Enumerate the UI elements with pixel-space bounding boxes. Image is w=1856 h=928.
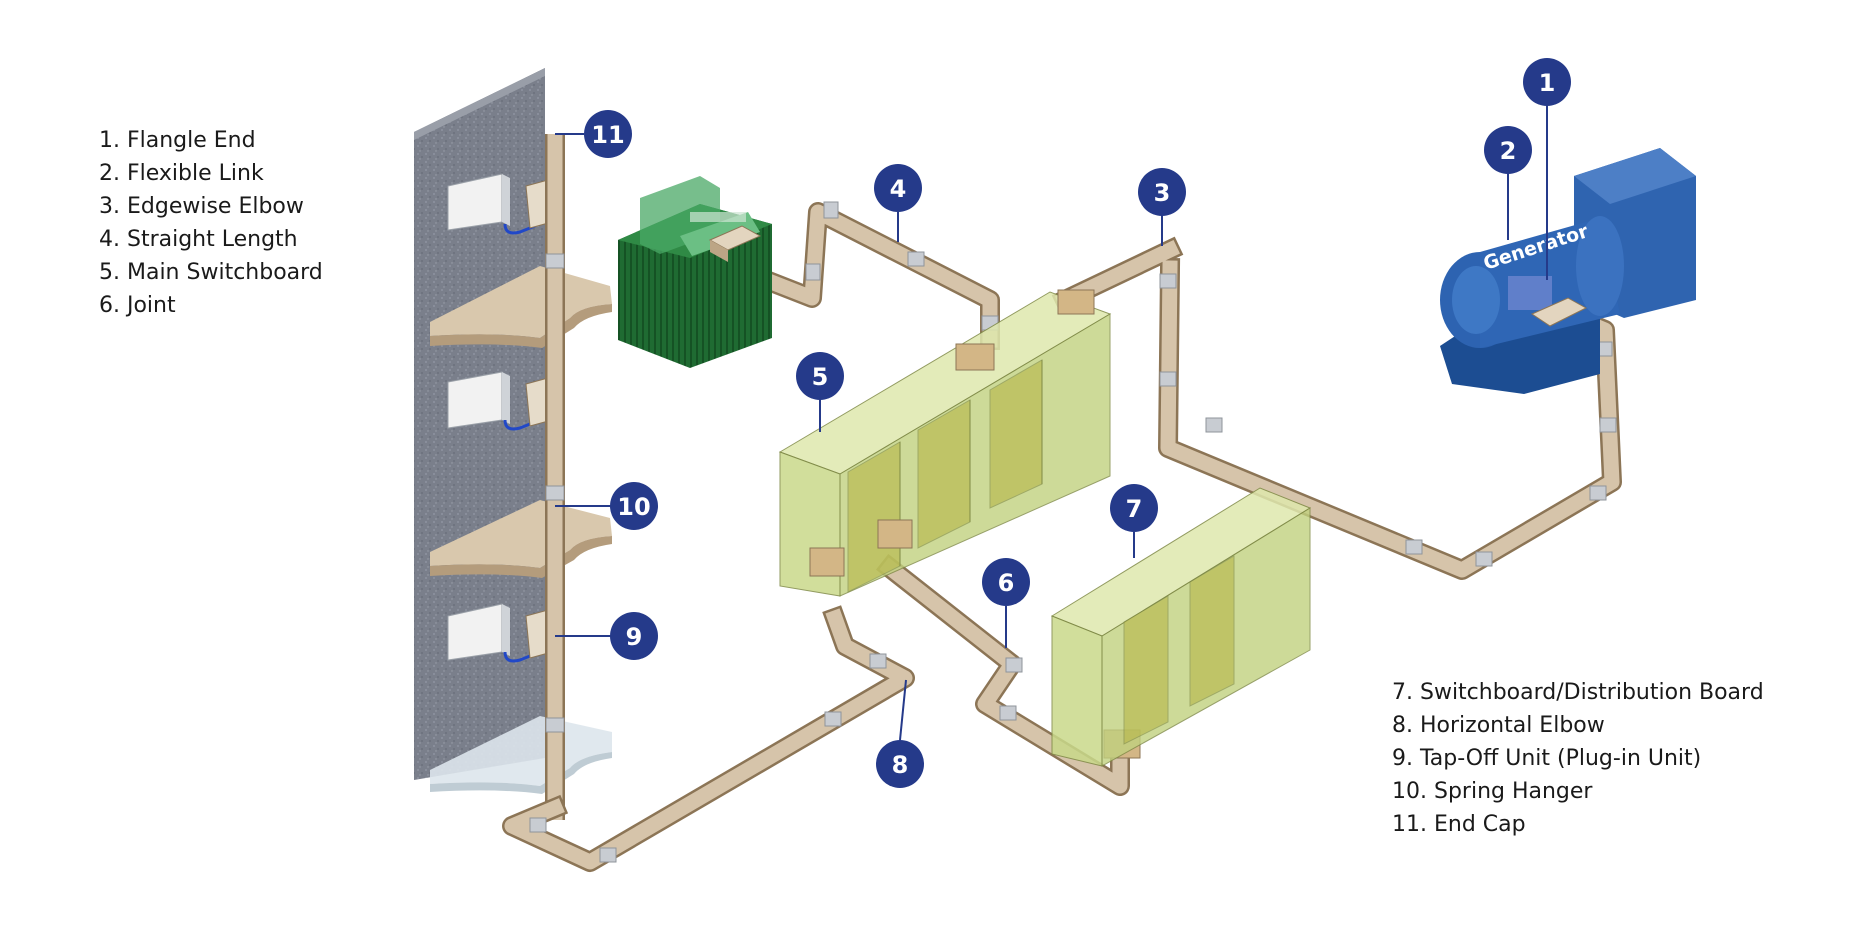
badge-6: 6 bbox=[982, 558, 1030, 606]
svg-text:2: 2 bbox=[1500, 137, 1517, 165]
svg-text:4: 4 bbox=[890, 175, 907, 203]
badge-5: 5 bbox=[796, 352, 844, 400]
svg-text:1: 1 bbox=[1539, 69, 1556, 97]
svg-text:11: 11 bbox=[591, 121, 624, 149]
svg-text:6: 6 bbox=[998, 569, 1015, 597]
busway-joints bbox=[529, 201, 1617, 863]
svg-text:8: 8 bbox=[892, 751, 909, 779]
badge-4: 4 bbox=[874, 164, 922, 212]
transformer-flange bbox=[708, 225, 762, 262]
svg-text:10: 10 bbox=[617, 493, 650, 521]
legend-item: 11. End Cap bbox=[1392, 812, 1526, 837]
hanger-bracket-bottom bbox=[430, 716, 612, 794]
svg-text:5: 5 bbox=[812, 363, 829, 391]
legend-item: 1. Flangle End bbox=[99, 128, 256, 153]
legend-right: 7. Switchboard/Distribution Board 8. Hor… bbox=[1392, 676, 1764, 841]
svg-text:9: 9 bbox=[626, 623, 643, 651]
legend-item: 6. Joint bbox=[99, 293, 176, 318]
legend-item: 5. Main Switchboard bbox=[99, 260, 323, 285]
hanger-bracket-top bbox=[430, 266, 612, 348]
badge-7: 7 bbox=[1110, 484, 1158, 532]
badge-9: 9 bbox=[610, 612, 658, 660]
transformer bbox=[618, 176, 772, 368]
badge-8: 8 bbox=[876, 740, 924, 788]
leader-lines bbox=[555, 104, 1548, 741]
legend-left: 1. Flangle End 2. Flexible Link 3. Edgew… bbox=[99, 124, 323, 322]
svg-text:7: 7 bbox=[1126, 495, 1143, 523]
badge-1: 1 bbox=[1523, 58, 1571, 106]
legend-item: 8. Horizontal Elbow bbox=[1392, 713, 1605, 738]
legend-item: 7. Switchboard/Distribution Board bbox=[1392, 680, 1764, 705]
svg-text:3: 3 bbox=[1154, 179, 1171, 207]
legend-item: 2. Flexible Link bbox=[99, 161, 264, 186]
badge-11: 11 bbox=[584, 110, 632, 158]
legend-item: 9. Tap-Off Unit (Plug-in Unit) bbox=[1392, 746, 1702, 771]
legend-item: 4. Straight Length bbox=[99, 227, 298, 252]
hanger-bracket-middle bbox=[430, 500, 612, 578]
switchboard-connectors bbox=[809, 289, 1141, 759]
badge-3: 3 bbox=[1138, 168, 1186, 216]
distribution-board bbox=[1050, 487, 1312, 767]
wall bbox=[414, 68, 545, 780]
main-switchboard bbox=[778, 291, 1112, 597]
legend-item: 10. Spring Hanger bbox=[1392, 779, 1593, 804]
legend-item: 3. Edgewise Elbow bbox=[99, 194, 304, 219]
generator: Generator bbox=[1440, 148, 1696, 394]
badge-2: 2 bbox=[1484, 126, 1532, 174]
badge-10: 10 bbox=[610, 482, 658, 530]
